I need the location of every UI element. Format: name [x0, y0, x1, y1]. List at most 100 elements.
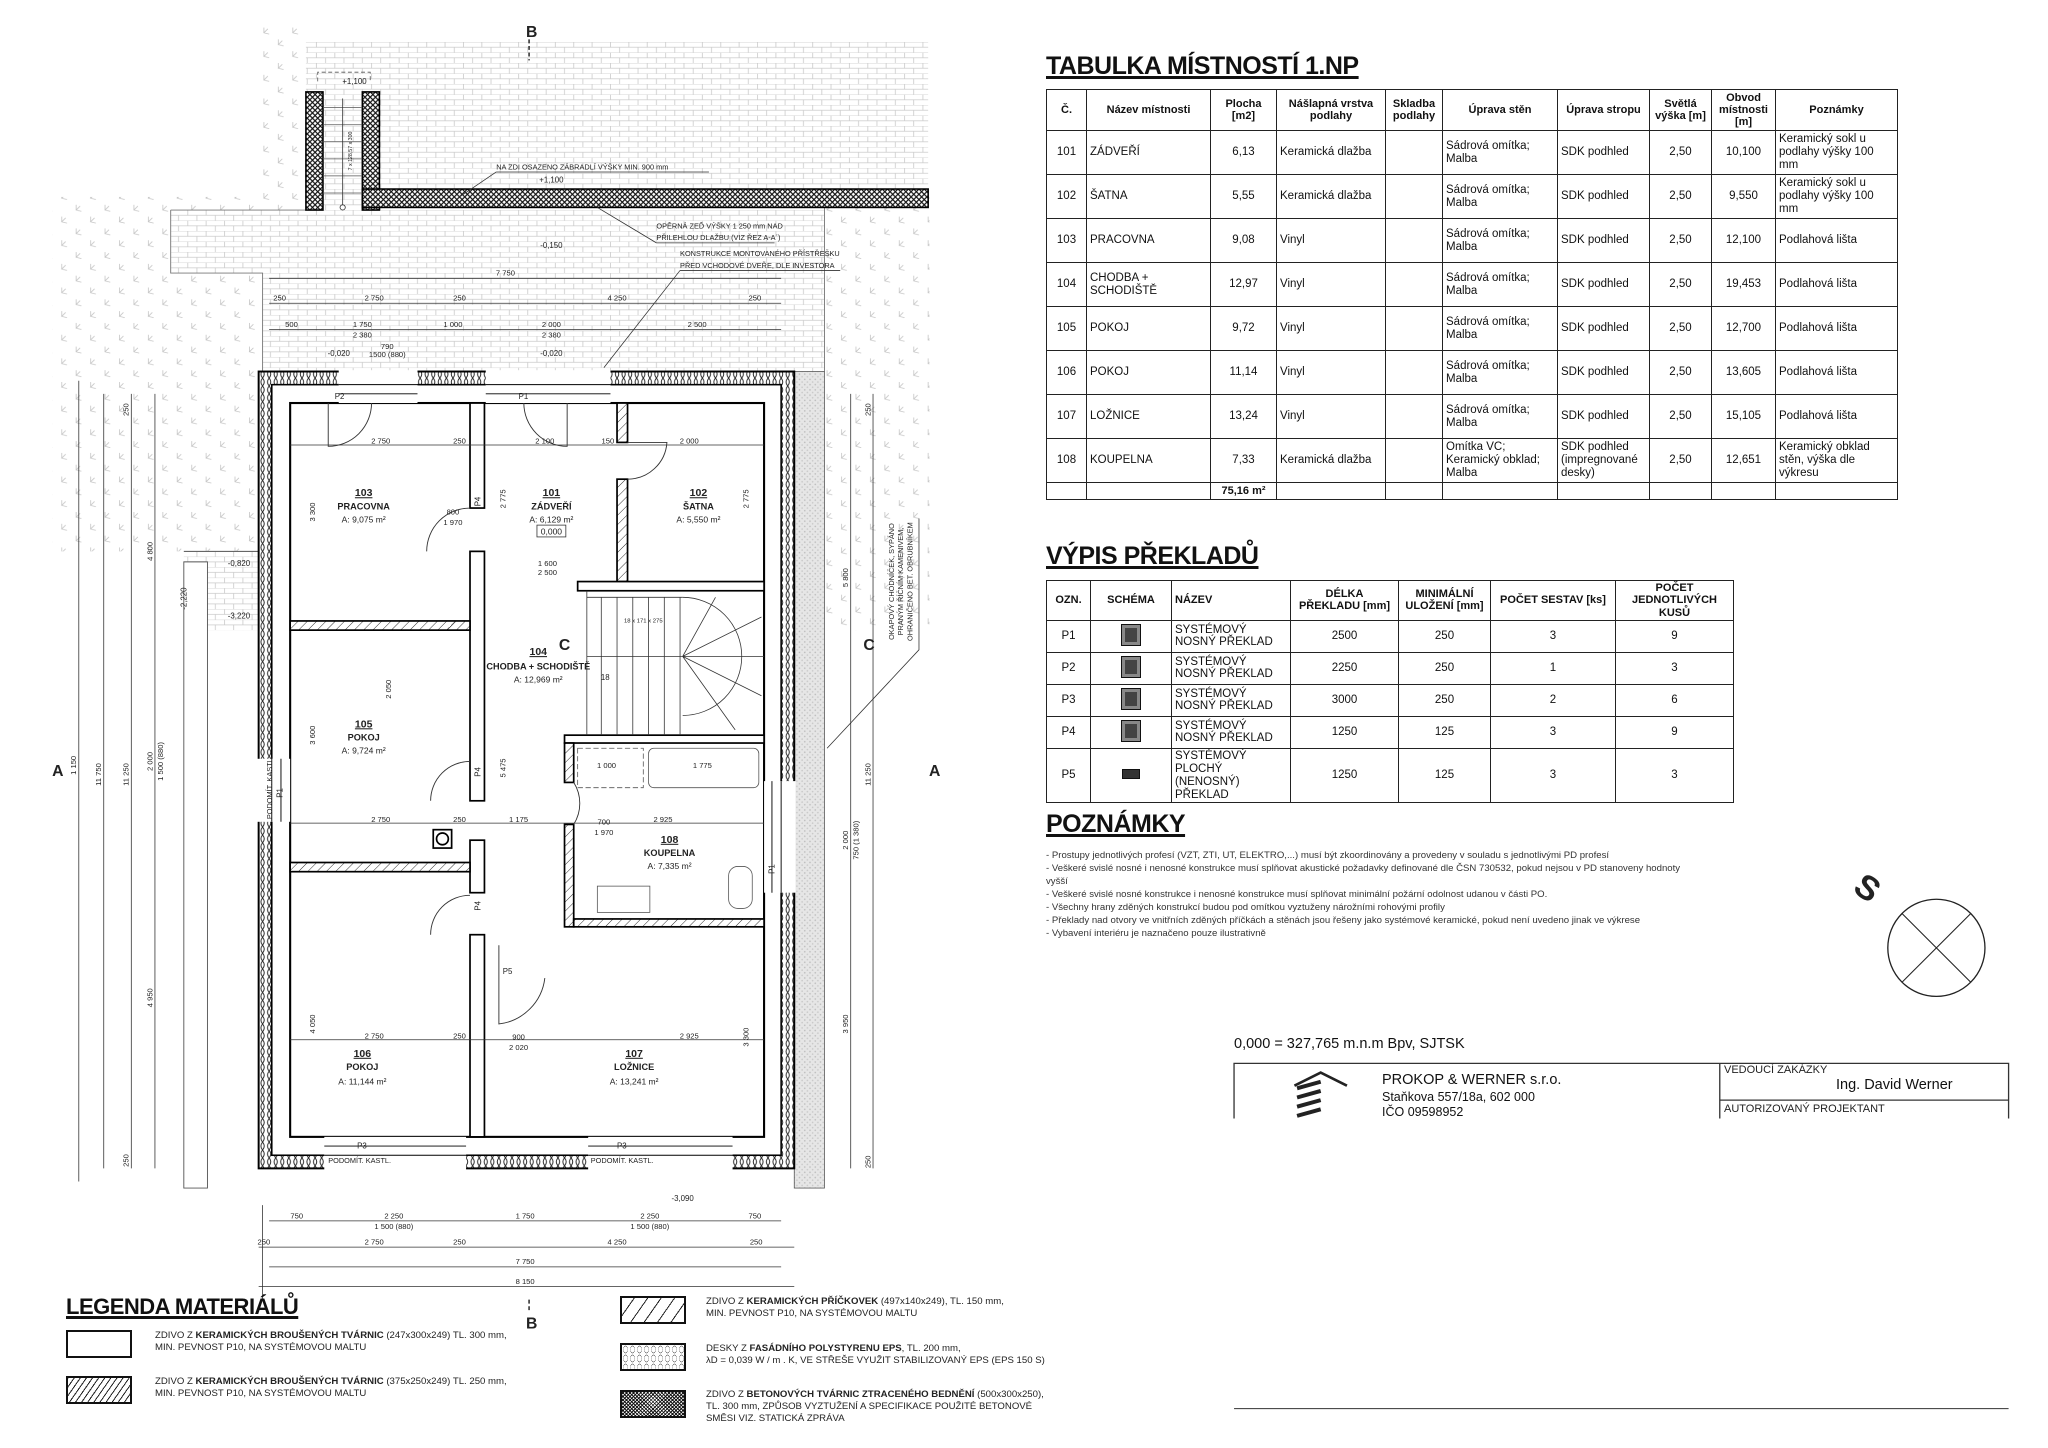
legend-swatch-brick-300 [66, 1330, 132, 1358]
table-cell: 1250 [1290, 715, 1399, 749]
legend-item: DESKY Z FASÁDNÍHO POLYSTYRENU EPS, TL. 2… [706, 1343, 1045, 1366]
table-cell: 9,08 [1210, 218, 1277, 263]
dimension-label: 250 [453, 294, 466, 303]
dimension-label: 750 [290, 1211, 303, 1220]
bearing-lintel-icon [1121, 655, 1141, 678]
table-cell: 2,50 [1649, 350, 1712, 395]
dimension-label: 250 [122, 1154, 131, 1167]
north-arrow: S [1847, 866, 1986, 998]
door-swings [327, 403, 668, 1025]
table-cell: CHODBA + SCHODIŠTĚ [1086, 262, 1211, 307]
table-cell: SYSTÉMOVÝ NOSNÝ PŘEKLAD [1171, 715, 1291, 749]
dimension-label: 1 000 [443, 320, 462, 329]
dimension-label: 4 950 [145, 988, 154, 1007]
legend-item: ZDIVO Z KERAMICKÝCH BROUŠENÝCH TVÁRNIC (… [155, 1330, 507, 1353]
lintel-tag: P1 [519, 392, 529, 401]
lintel-tag: P4 [474, 496, 483, 506]
lintel-schema [1090, 619, 1172, 653]
building-walls [257, 370, 825, 1189]
column-header: DÉLKA PŘEKLADU [mm] [1290, 580, 1399, 621]
gutter-note: OHRANIČENO BET. OBRUBNÍKEM [905, 522, 914, 641]
room-area: A: 12,969 m² [514, 675, 563, 685]
table-cell: P2 [1046, 651, 1091, 685]
outdoor-stair [317, 71, 371, 211]
datum-reference: 0,000 = 327,765 m.n.m Bpv, SJTSK [1234, 1036, 1465, 1052]
dimension-label: 2 500 [688, 320, 707, 329]
column-header: Úprava stropu [1557, 89, 1650, 131]
table-cell [1442, 482, 1558, 500]
dimension-label: 700 [598, 817, 611, 826]
table-cell: SDK podhled [1557, 350, 1650, 395]
table-cell: 2,50 [1649, 130, 1712, 175]
blind-box-label: PODOMÍT. KASTL. [265, 756, 274, 819]
column-header: POČET JEDNOTLIVÝCH KUSŮ [1615, 580, 1734, 621]
room-name: POKOJ [346, 1062, 378, 1072]
table-cell: SYSTÉMOVÝ PLOCHÝ (NENOSNÝ) PŘEKLAD [1171, 747, 1291, 804]
table-cell: 7,33 [1210, 438, 1277, 483]
lintel-tag: P3 [357, 1142, 367, 1151]
company-address: Staňkova 557/18a, 602 000 [1382, 1090, 1535, 1104]
lintel-schema [1090, 715, 1172, 749]
column-header: Úprava stěn [1442, 89, 1558, 131]
dimension-label: 250 [863, 403, 872, 416]
bearing-lintel-icon [1121, 719, 1141, 742]
retaining-wall-note: PŘILEHLOU DLAŽBU (VIZ ŘEZ A-A´) [656, 233, 780, 242]
room-number: 105 [355, 718, 373, 730]
table-cell [1086, 482, 1211, 500]
legend-item: ZDIVO Z BETONOVÝCH TVÁRNIC ZTRACENÉHO BE… [706, 1389, 1044, 1424]
lintel-schema [1090, 683, 1172, 717]
table-cell: 3 [1490, 747, 1616, 804]
table-cell [1557, 482, 1650, 500]
legend-item: ZDIVO Z KERAMICKÝCH BROUŠENÝCH TVÁRNIC (… [155, 1376, 507, 1399]
dimension-label: 2 750 [365, 1238, 384, 1247]
dimension-label: 2 925 [680, 1031, 699, 1040]
section-b-bottom: B [526, 1316, 537, 1333]
elevation-tag: +1,100 [342, 77, 367, 86]
dimension-label: 1500 (880) [369, 350, 406, 359]
dimension-label: 2 925 [653, 815, 672, 824]
elevation-tag: -0,150 [540, 241, 563, 250]
column-header: MINIMÁLNÍ ULOŽENÍ [mm] [1398, 580, 1491, 621]
column-header: SCHÉMA [1090, 580, 1172, 621]
dimension-label: 250 [273, 294, 286, 303]
table-cell: Keramický sokl u podlahy výšky 100 mm [1775, 130, 1898, 175]
table-cell: Sádrová omítka; Malba [1442, 350, 1558, 395]
table-cell: P4 [1046, 715, 1091, 749]
table-cell: POKOJ [1086, 350, 1211, 395]
manager-name: Ing. David Werner [1836, 1077, 1953, 1093]
column-header: POČET SESTAV [ks] [1490, 580, 1616, 621]
dimension-label: 2 750 [365, 294, 384, 303]
dimension-label: 7 750 [496, 269, 515, 278]
stair-spec: 18 x 171 x 275 [624, 618, 663, 624]
dimension-label: 4 250 [608, 294, 627, 303]
flat-lintel-icon [1122, 768, 1140, 779]
lintel-tag: P5 [503, 967, 513, 976]
title-block-frame [1233, 1062, 2010, 1410]
elevation-tag: -2,220 [179, 587, 188, 610]
table-cell: 10,100 [1711, 130, 1776, 175]
company-logo [1293, 1071, 1348, 1118]
bathroom-fixtures [577, 747, 760, 913]
table-cell: SDK podhled [1557, 394, 1650, 439]
legend-swatch-brick-250 [66, 1376, 132, 1404]
table-cell: 3 [1615, 651, 1734, 685]
table-cell: P5 [1046, 747, 1091, 804]
column-header: Skladba podlahy [1385, 89, 1443, 131]
table-cell [1385, 394, 1443, 439]
column-header: Poznámky [1775, 89, 1898, 131]
room-number: 108 [661, 834, 679, 846]
lintel-tag: P4 [474, 900, 483, 910]
section-a-right: A [929, 763, 940, 780]
dimension-label: 150 [601, 437, 614, 446]
room-name: POKOJ [348, 732, 380, 742]
dimension-label: 250 [453, 1031, 466, 1040]
dimension-label: 900 [512, 1033, 525, 1042]
dimension-label: 1 175 [509, 815, 528, 824]
elevation-tag: -0,820 [228, 559, 251, 568]
table-cell: SDK podhled [1557, 174, 1650, 219]
